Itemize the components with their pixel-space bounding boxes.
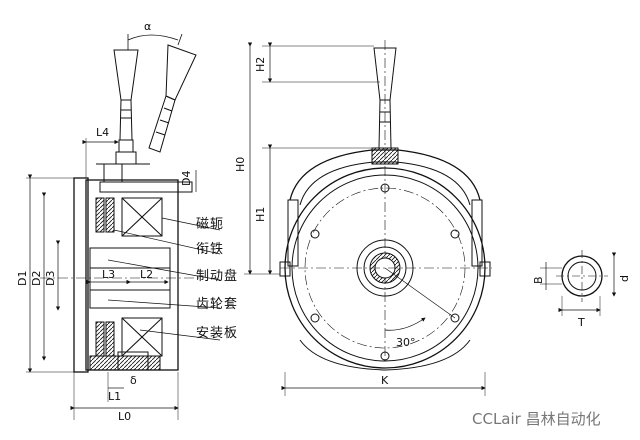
callout-gear-sleeve: 齿轮套: [196, 296, 238, 312]
dim-L4: L4: [96, 126, 109, 139]
watermark-text: CCLair 昌林自动化: [472, 410, 601, 428]
dim-D2: D2: [30, 271, 43, 286]
dim-B: B: [532, 276, 545, 284]
dim-K: K: [381, 374, 389, 387]
release-handle-tilted: [148, 44, 197, 153]
dim-L0: L0: [118, 410, 131, 423]
dim-30deg: 30°: [396, 336, 416, 349]
hub-detail: [540, 250, 617, 316]
dim-H0: H0: [234, 157, 247, 172]
dim-H2: H2: [254, 57, 267, 72]
dim-L2: L2: [140, 268, 153, 281]
dim-D4: D4: [180, 171, 193, 186]
dim-H1: H1: [254, 207, 267, 222]
dim-D3: D3: [44, 271, 57, 286]
dim-L1: L1: [108, 390, 121, 403]
front-view: [244, 40, 492, 396]
release-handle-upright: [113, 49, 139, 165]
dim-L3: L3: [102, 268, 115, 281]
dim-D1: D1: [16, 271, 29, 286]
callout-brake-disc: 制动盘: [196, 268, 238, 284]
angle-alpha-label: α: [144, 20, 151, 33]
callout-armature: 衔铁: [196, 242, 224, 257]
dim-T: T: [577, 316, 585, 329]
callout-yoke: 磁轭: [196, 216, 224, 232]
side-view: [26, 33, 221, 420]
callout-mounting-plate: 安装板: [196, 326, 238, 341]
dim-delta: δ: [130, 374, 137, 387]
dim-d: d: [618, 275, 631, 282]
